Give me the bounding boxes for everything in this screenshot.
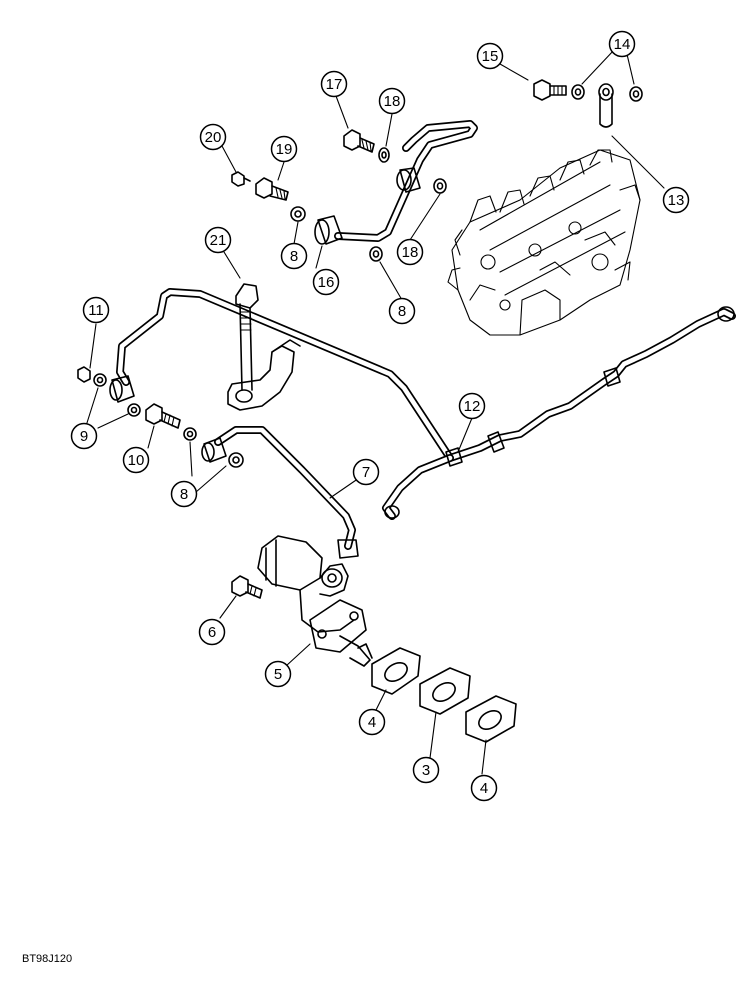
callout-number: 16 [318, 274, 335, 291]
callout-circle [358, 708, 386, 736]
callout-circle [352, 458, 380, 486]
callout-number: 17 [326, 76, 343, 93]
supply-line-12 [109, 288, 736, 520]
callout-5: 5 [264, 660, 292, 688]
callout-6: 6 [198, 618, 226, 646]
callout-number: 5 [274, 666, 282, 683]
callout-18: 18 [378, 87, 406, 115]
callout-number: 11 [88, 302, 104, 319]
callout-13: 13 [662, 186, 690, 214]
callout-number: 3 [422, 762, 430, 779]
callout-number: 6 [208, 624, 216, 641]
line-bracket [227, 283, 301, 411]
callout-circle [312, 268, 340, 296]
gaskets [371, 647, 517, 743]
callout-circle [70, 422, 98, 450]
callout-number: 4 [368, 714, 376, 731]
callout-8: 8 [388, 297, 416, 325]
callout-circle [458, 392, 486, 420]
callout-18: 18 [396, 238, 424, 266]
callout-10: 10 [122, 446, 150, 474]
callout-4: 4 [358, 708, 386, 736]
callout-8: 8 [170, 480, 198, 508]
callout-circle [412, 756, 440, 784]
callout-circle [199, 123, 227, 151]
callout-circle [198, 618, 226, 646]
callout-17: 17 [320, 70, 348, 98]
callout-11: 11 [82, 296, 110, 324]
callout-number: 21 [210, 232, 227, 249]
callout-circle [204, 226, 232, 254]
pump-fitting-assembly [533, 79, 643, 128]
callout-21: 21 [204, 226, 232, 254]
callout-number: 12 [464, 398, 481, 415]
callout-number: 20 [205, 129, 222, 146]
callout-19: 19 [270, 135, 298, 163]
callout-number: 15 [482, 48, 499, 65]
callout-number: 7 [362, 464, 370, 481]
callout-14: 14 [608, 30, 636, 58]
upper-return-line [231, 120, 478, 262]
callout-15: 15 [476, 42, 504, 70]
callout-number: 19 [276, 141, 293, 158]
injection-pump-drawing [447, 149, 641, 336]
callout-circle [470, 774, 498, 802]
callout-circle [264, 660, 292, 688]
callout-4: 4 [470, 774, 498, 802]
callout-number: 13 [668, 192, 685, 209]
callout-number: 9 [80, 428, 88, 445]
callout-20: 20 [199, 123, 227, 151]
callout-circle [270, 135, 298, 163]
fuel-line-7 [201, 426, 359, 559]
callout-12: 12 [458, 392, 486, 420]
callout-circle [388, 297, 416, 325]
callout-circle [378, 87, 406, 115]
callout-circle [396, 238, 424, 266]
figure-reference-id: BT98J120 [22, 953, 72, 965]
callout-circle [82, 296, 110, 324]
callout-number: 14 [614, 36, 631, 53]
callout-7: 7 [352, 458, 380, 486]
callout-number: 8 [398, 303, 406, 320]
callout-circle [476, 42, 504, 70]
callout-number: 4 [480, 780, 488, 797]
leader-lines [85, 49, 665, 775]
callout-circle [662, 186, 690, 214]
callout-circle [122, 446, 150, 474]
callout-8: 8 [280, 242, 308, 270]
callout-circle [170, 480, 198, 508]
callout-circle [320, 70, 348, 98]
callout-number: 8 [180, 486, 188, 503]
callout-circle [280, 242, 308, 270]
callout-16: 16 [312, 268, 340, 296]
callout-9: 9 [70, 422, 98, 450]
callout-number: 18 [402, 244, 419, 261]
callout-number: 10 [128, 452, 145, 469]
callout-circle [608, 30, 636, 58]
callout-labels: 20 19 17 18 18 15 14 13 21 8 16 8 11 9 10 8 12 7 6 5 4 3 4 [70, 30, 690, 802]
callout-number: 18 [384, 93, 401, 110]
callout-3: 3 [412, 756, 440, 784]
fasteners-9-10-11 [77, 366, 244, 468]
transfer-pump-5 [231, 535, 373, 667]
callout-number: 8 [290, 248, 298, 265]
